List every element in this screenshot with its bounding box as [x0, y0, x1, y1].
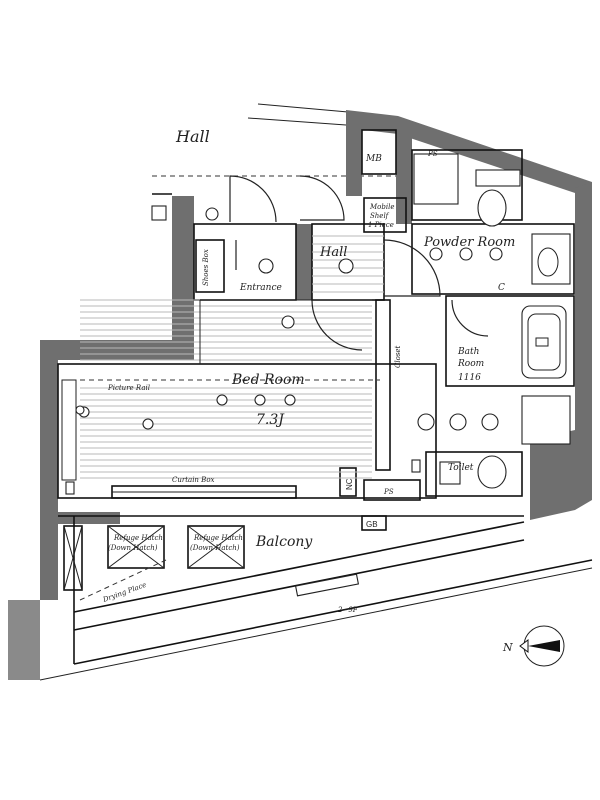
gb-label: GB [366, 520, 378, 529]
ceiling-light-icon [254, 394, 266, 406]
hall-outer-label: Hall [175, 127, 210, 146]
bed-room-label: Bed Room [231, 372, 305, 388]
mobile-shelf-label-2: Shelf [370, 212, 390, 220]
balcony-label: Balcony [255, 534, 313, 550]
ceiling-light-icon [429, 247, 443, 261]
room-outlines [57, 129, 575, 501]
washing-machine-icon [413, 153, 459, 205]
ceiling-light-icon [75, 405, 85, 415]
washbasin-icon [531, 233, 571, 285]
bath-room-label-2: Room [457, 359, 484, 369]
floor-range-label: 2~9F [337, 606, 359, 614]
bath-room-label: Bath [457, 347, 479, 357]
mb-label: MB [365, 154, 382, 164]
ceiling-light-icon [459, 247, 473, 261]
ceiling-light-icon [216, 394, 228, 406]
ps-top-label: PS [427, 150, 438, 158]
bathtub-icon [521, 305, 567, 379]
exterior-walls [8, 110, 592, 680]
water-heater-icon [521, 395, 571, 445]
ps-bottom-label: PS [383, 488, 394, 496]
drying-place-label: Drying Place [101, 581, 147, 604]
north-arrow: N [502, 625, 565, 667]
outlet-icon [411, 459, 421, 473]
mobile-shelf-label: Mobile [369, 203, 394, 211]
ceiling-light-icon [284, 394, 296, 406]
closet-label: Closet [394, 345, 402, 368]
ceiling-light-icon [481, 413, 499, 431]
c-label: C [498, 283, 505, 293]
hatch-right-sublabel: (Down Hatch) [190, 544, 240, 552]
picture-rail-label: Picture Rail [107, 384, 150, 392]
north-label: N [502, 641, 513, 654]
fixtures [65, 153, 571, 495]
hatch-left-sublabel: (Down Hatch) [108, 544, 158, 552]
hatch-right-label: Refuge Hatch [193, 534, 243, 542]
electrical-panel-icon [65, 481, 75, 495]
outlet-icon [151, 205, 167, 221]
ceiling-light-icon [417, 413, 435, 431]
ceiling-light-icon [205, 207, 219, 221]
ceiling-light-icon [489, 247, 503, 261]
powder-room-label: Powder Room [423, 235, 515, 250]
shoes-box-label: Shoes Box [202, 249, 210, 286]
ceiling-light-icon [281, 315, 295, 329]
bed-room-size-label: 7.3J [256, 412, 285, 428]
ceiling-light-icon [258, 258, 274, 274]
toilet-label: Toilet [448, 463, 474, 473]
toilet-bowl-icon [477, 189, 507, 227]
ceiling-light-icon [338, 258, 354, 274]
nc-label: NC [345, 478, 354, 490]
door-swings [229, 175, 489, 351]
hall-boundary [152, 103, 398, 195]
hatch-left-label: Refuge Hatch [113, 534, 163, 542]
balcony-area [39, 515, 593, 681]
toilet-icon [477, 455, 507, 489]
drain-icon [294, 573, 360, 597]
bath-size-label: 1116 [458, 373, 481, 383]
ceiling-light-icon [449, 413, 467, 431]
hall-inner-label: Hall [319, 245, 347, 260]
entrance-label: Entrance [239, 283, 282, 293]
curtain-box-label: Curtain Box [172, 476, 215, 484]
bedroom-flooring [80, 235, 384, 479]
mobile-shelf-label-3: 1 Piece [368, 221, 394, 229]
ceiling-light-icon [142, 418, 154, 430]
